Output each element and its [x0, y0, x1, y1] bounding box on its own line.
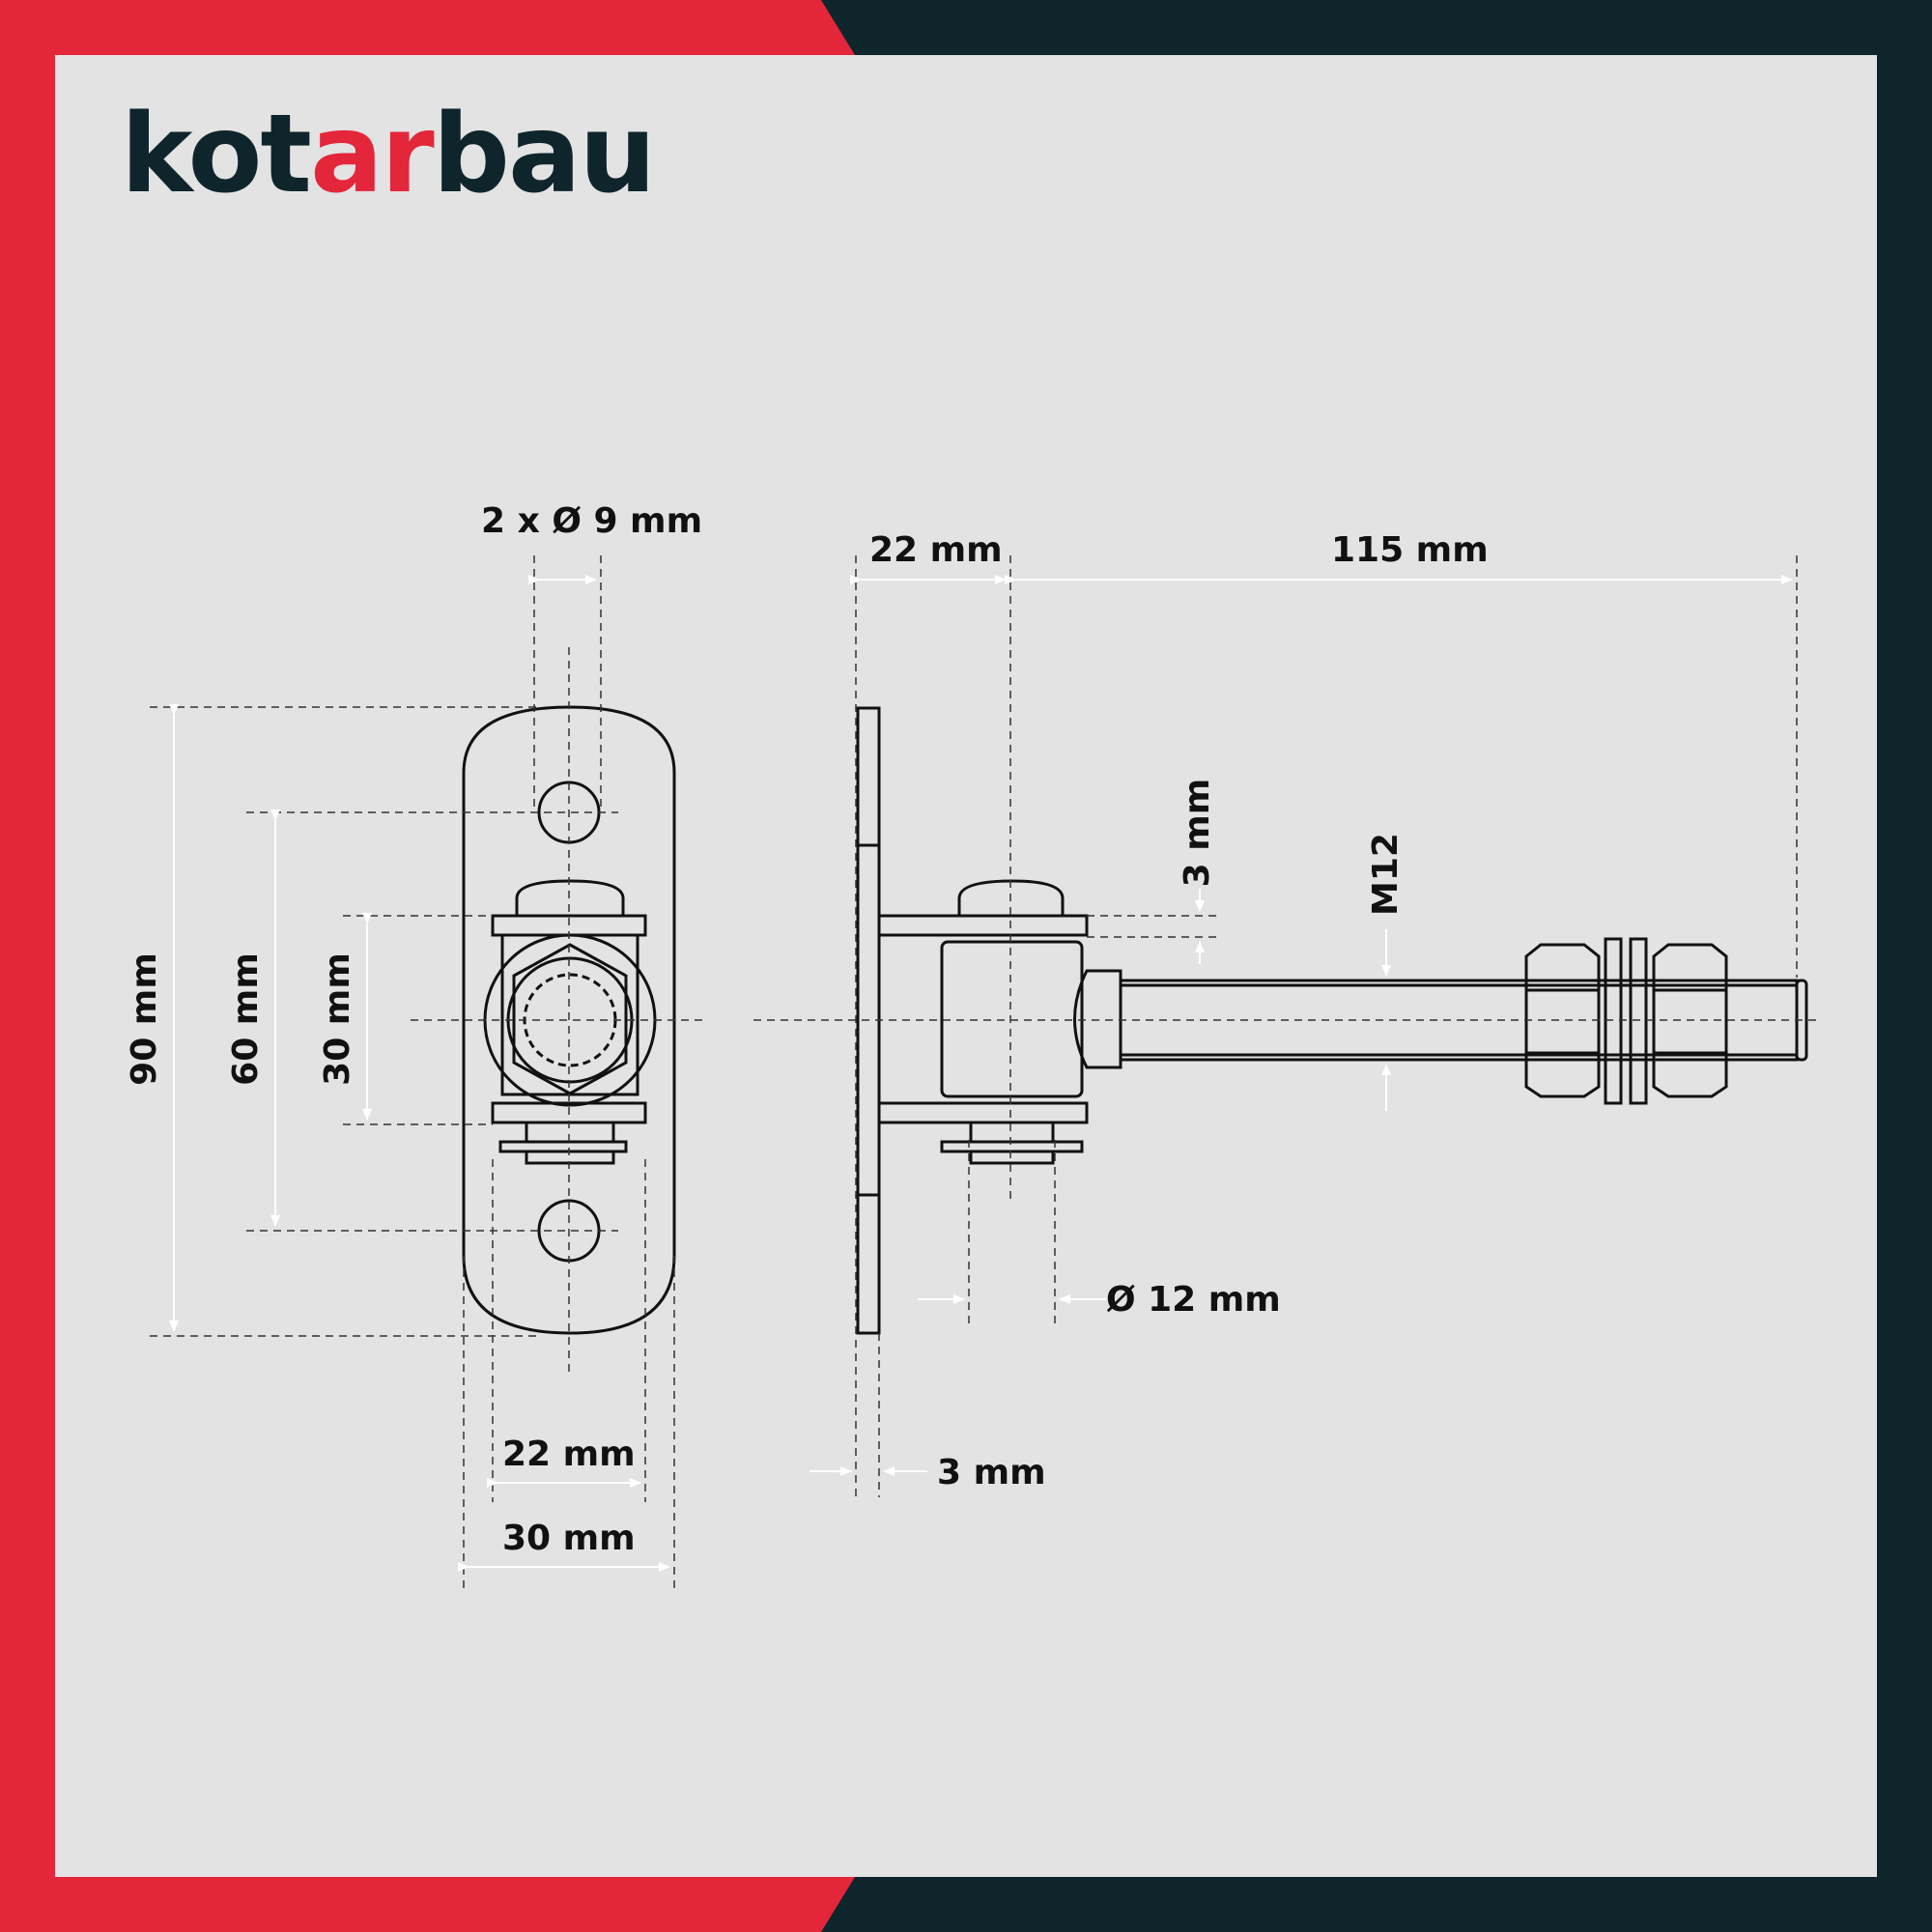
label-bracket-gap: 30 mm: [318, 952, 357, 1086]
panel: [55, 55, 1877, 1877]
label-washer-thickness: 3 mm: [1178, 778, 1217, 888]
label-plate-width: 30 mm: [502, 1519, 636, 1558]
brand-logo: kotarbau: [121, 92, 656, 217]
label-hole-spacing: 60 mm: [226, 952, 266, 1086]
label-pin-length: 115 mm: [1331, 530, 1489, 570]
label-holes: 2 x Ø 9 mm: [481, 501, 703, 541]
logo-text-bau: bau: [432, 92, 656, 217]
extension-lines: [150, 555, 1816, 1594]
label-pin-diameter: Ø 12 mm: [1106, 1280, 1281, 1320]
label-plate-thickness: 3 mm: [937, 1453, 1046, 1492]
label-thread: M12: [1366, 833, 1406, 916]
label-bracket-depth: 22 mm: [869, 530, 1003, 570]
label-height-total: 90 mm: [125, 952, 164, 1086]
logo-text-kot: kot: [121, 92, 312, 217]
hex-nut-1: [1524, 943, 1601, 1098]
label-bracket-width: 22 mm: [502, 1435, 636, 1474]
dimension-arrows: [169, 575, 1793, 1572]
hex-nut-2: [1652, 943, 1728, 1098]
washer-1: [1604, 937, 1623, 1105]
washer-2: [1629, 937, 1648, 1105]
logo-text-ar: ar: [309, 92, 435, 217]
